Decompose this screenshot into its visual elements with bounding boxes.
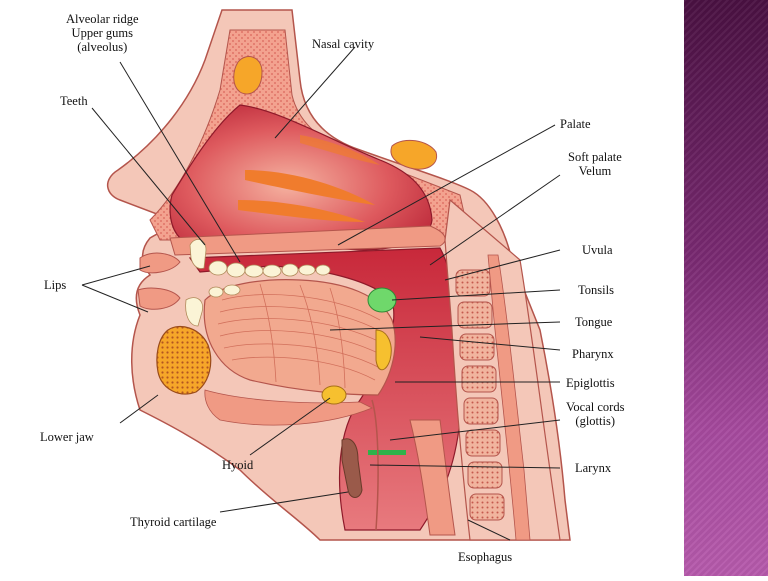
label-alveolus-text: (alveolus): [66, 40, 139, 54]
vocal-cords: [368, 450, 406, 455]
label-upper-gums-text: Upper gums: [66, 26, 139, 40]
label-thyroid-cartilage: Thyroid cartilage: [130, 515, 216, 529]
label-teeth: Teeth: [60, 94, 88, 108]
label-pharynx: Pharynx: [572, 347, 614, 361]
label-vocal-cords-text: Vocal cords: [566, 400, 624, 414]
label-uvula: Uvula: [582, 243, 613, 257]
label-tonsils: Tonsils: [578, 283, 614, 297]
label-esophagus: Esophagus: [458, 550, 512, 564]
label-soft-palate: Soft palate Velum: [568, 150, 622, 178]
label-vocal-cords: Vocal cords (glottis): [566, 400, 624, 428]
decorative-side-panel: [684, 0, 768, 576]
label-hyoid: Hyoid: [222, 458, 253, 472]
label-soft-palate-text: Soft palate: [568, 150, 622, 164]
label-lips: Lips: [44, 278, 66, 292]
label-lower-jaw: Lower jaw: [40, 430, 94, 444]
label-alveolar-text: Alveolar ridge: [66, 12, 139, 26]
tonsil: [368, 288, 396, 312]
label-alveolar-ridge: Alveolar ridge Upper gums (alveolus): [66, 12, 139, 54]
label-larynx: Larynx: [575, 461, 611, 475]
label-tongue: Tongue: [575, 315, 612, 329]
label-velum-text: Velum: [568, 164, 622, 178]
label-epiglottis: Epiglottis: [566, 376, 615, 390]
frontal-sinus: [234, 57, 262, 94]
label-nasal-cavity: Nasal cavity: [312, 37, 374, 51]
label-palate: Palate: [560, 117, 591, 131]
mandible-bone: [157, 326, 211, 393]
label-glottis-text: (glottis): [566, 414, 624, 428]
